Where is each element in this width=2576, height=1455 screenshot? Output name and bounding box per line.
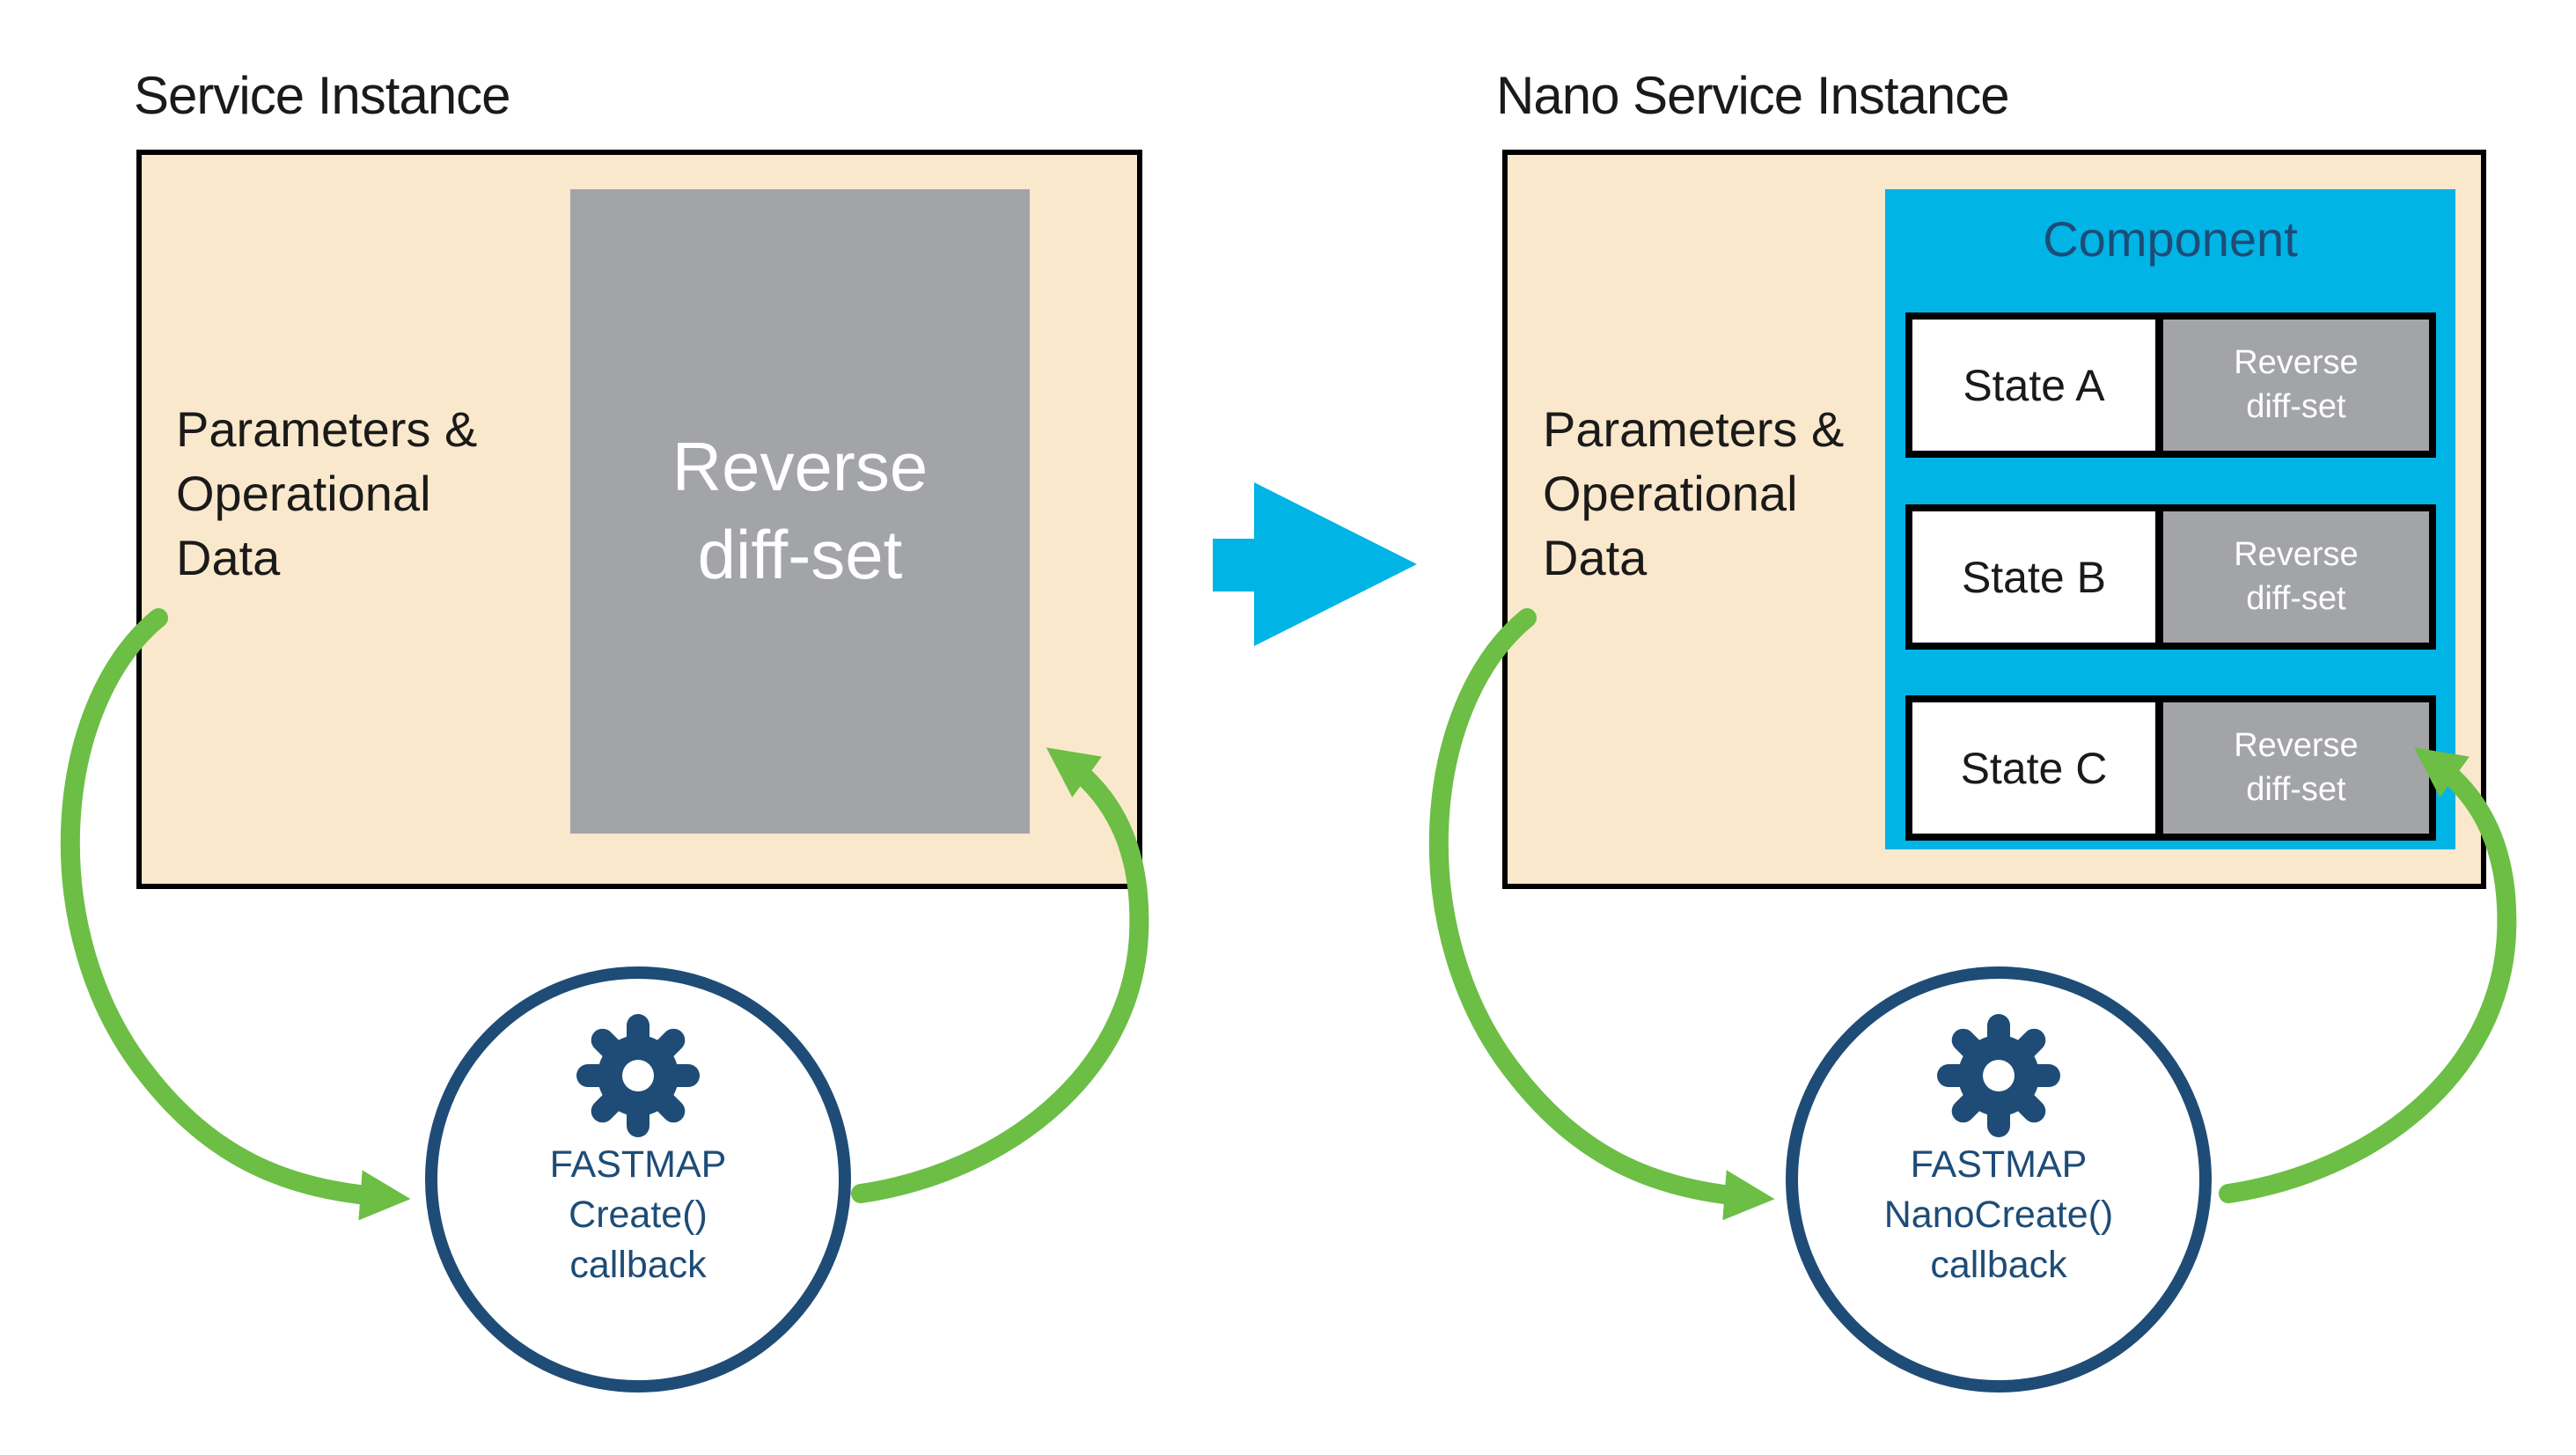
state-c-reverse-diffset: Reverse diff-set — [2162, 702, 2429, 834]
gear-icon — [576, 1014, 700, 1137]
diffset-line: Reverse — [2234, 536, 2359, 574]
component-label: Component — [2043, 211, 2298, 267]
row-divider — [2154, 511, 2163, 643]
params-line: Operational — [1543, 465, 1798, 521]
diffset-line: Reverse — [2234, 344, 2359, 382]
diffset-line: diff-set — [2246, 579, 2346, 617]
callback-line: NanoCreate() — [1883, 1193, 2114, 1236]
diffset-line: diff-set — [2246, 770, 2346, 808]
state-row-a: State A Reverse diff-set — [1905, 312, 2436, 458]
state-c-label: State C — [1912, 702, 2155, 834]
callback-line: FASTMAP — [549, 1143, 727, 1186]
service-instance-title: Service Instance — [134, 66, 511, 125]
block-right-arrow-icon — [1213, 482, 1417, 646]
state-a-label: State A — [1912, 320, 2155, 451]
callback-line: callback — [569, 1243, 707, 1286]
fastmap-create-callback-label: FASTMAP Create() callback — [431, 1140, 845, 1290]
fastmap-nanocreate-callback-label: FASTMAP NanoCreate() callback — [1792, 1140, 2205, 1290]
diffset-line: diff-set — [2246, 387, 2346, 425]
params-line: Parameters & — [176, 401, 478, 457]
nano-service-instance-title: Nano Service Instance — [1496, 66, 2010, 125]
component-box: Component State A Reverse diff-set State… — [1885, 189, 2455, 849]
reverse-diffset-box: Reverse diff-set — [570, 189, 1030, 834]
state-a-reverse-diffset: Reverse diff-set — [2162, 320, 2429, 451]
params-operational-data-label: Parameters & Operational Data — [1543, 398, 1930, 590]
params-operational-data-label: Parameters & Operational Data — [176, 398, 563, 590]
params-line: Data — [176, 529, 281, 585]
diffset-line: Reverse — [2234, 727, 2359, 765]
state-row-b: State B Reverse diff-set — [1905, 504, 2436, 650]
state-b-reverse-diffset: Reverse diff-set — [2162, 511, 2429, 643]
callback-line: callback — [1930, 1243, 2067, 1286]
reverse-diffset-line: Reverse — [672, 428, 928, 506]
callback-line: Create() — [569, 1193, 708, 1236]
params-line: Operational — [176, 465, 431, 521]
params-line: Parameters & — [1543, 401, 1845, 457]
row-divider — [2154, 702, 2163, 834]
row-divider — [2154, 320, 2163, 451]
params-line: Data — [1543, 529, 1648, 585]
reverse-diffset-line: diff-set — [697, 516, 903, 593]
callback-line: FASTMAP — [1910, 1143, 2088, 1186]
state-row-c: State C Reverse diff-set — [1905, 695, 2436, 841]
gear-icon — [1937, 1014, 2060, 1137]
state-b-label: State B — [1912, 511, 2155, 643]
